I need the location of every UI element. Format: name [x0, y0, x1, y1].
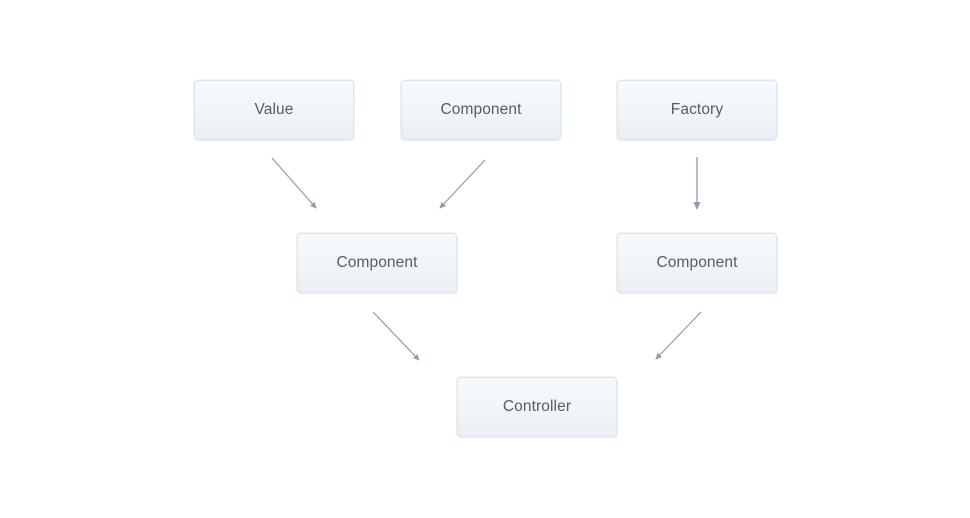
node-label-value: Value: [254, 101, 294, 119]
node-label-controller: Controller: [502, 398, 572, 416]
edge-component-right-to-controller: [655, 311, 702, 360]
edge-value-to-component-left: [271, 157, 317, 209]
node-component-left[interactable]: Component: [297, 233, 457, 293]
node-label-component-right: Component: [656, 254, 738, 272]
node-label-factory: Factory: [670, 101, 724, 119]
node-component-right[interactable]: Component: [617, 233, 777, 293]
node-controller[interactable]: Controller: [457, 377, 617, 437]
node-label-component-left: Component: [336, 254, 418, 272]
node-factory[interactable]: Factory: [617, 80, 777, 140]
edge-component-left-to-controller: [372, 311, 420, 361]
node-label-component-top: Component: [440, 101, 522, 119]
node-value[interactable]: Value: [194, 80, 354, 140]
node-component-top[interactable]: Component: [401, 80, 561, 140]
edge-component-top-to-component-left: [439, 159, 486, 209]
